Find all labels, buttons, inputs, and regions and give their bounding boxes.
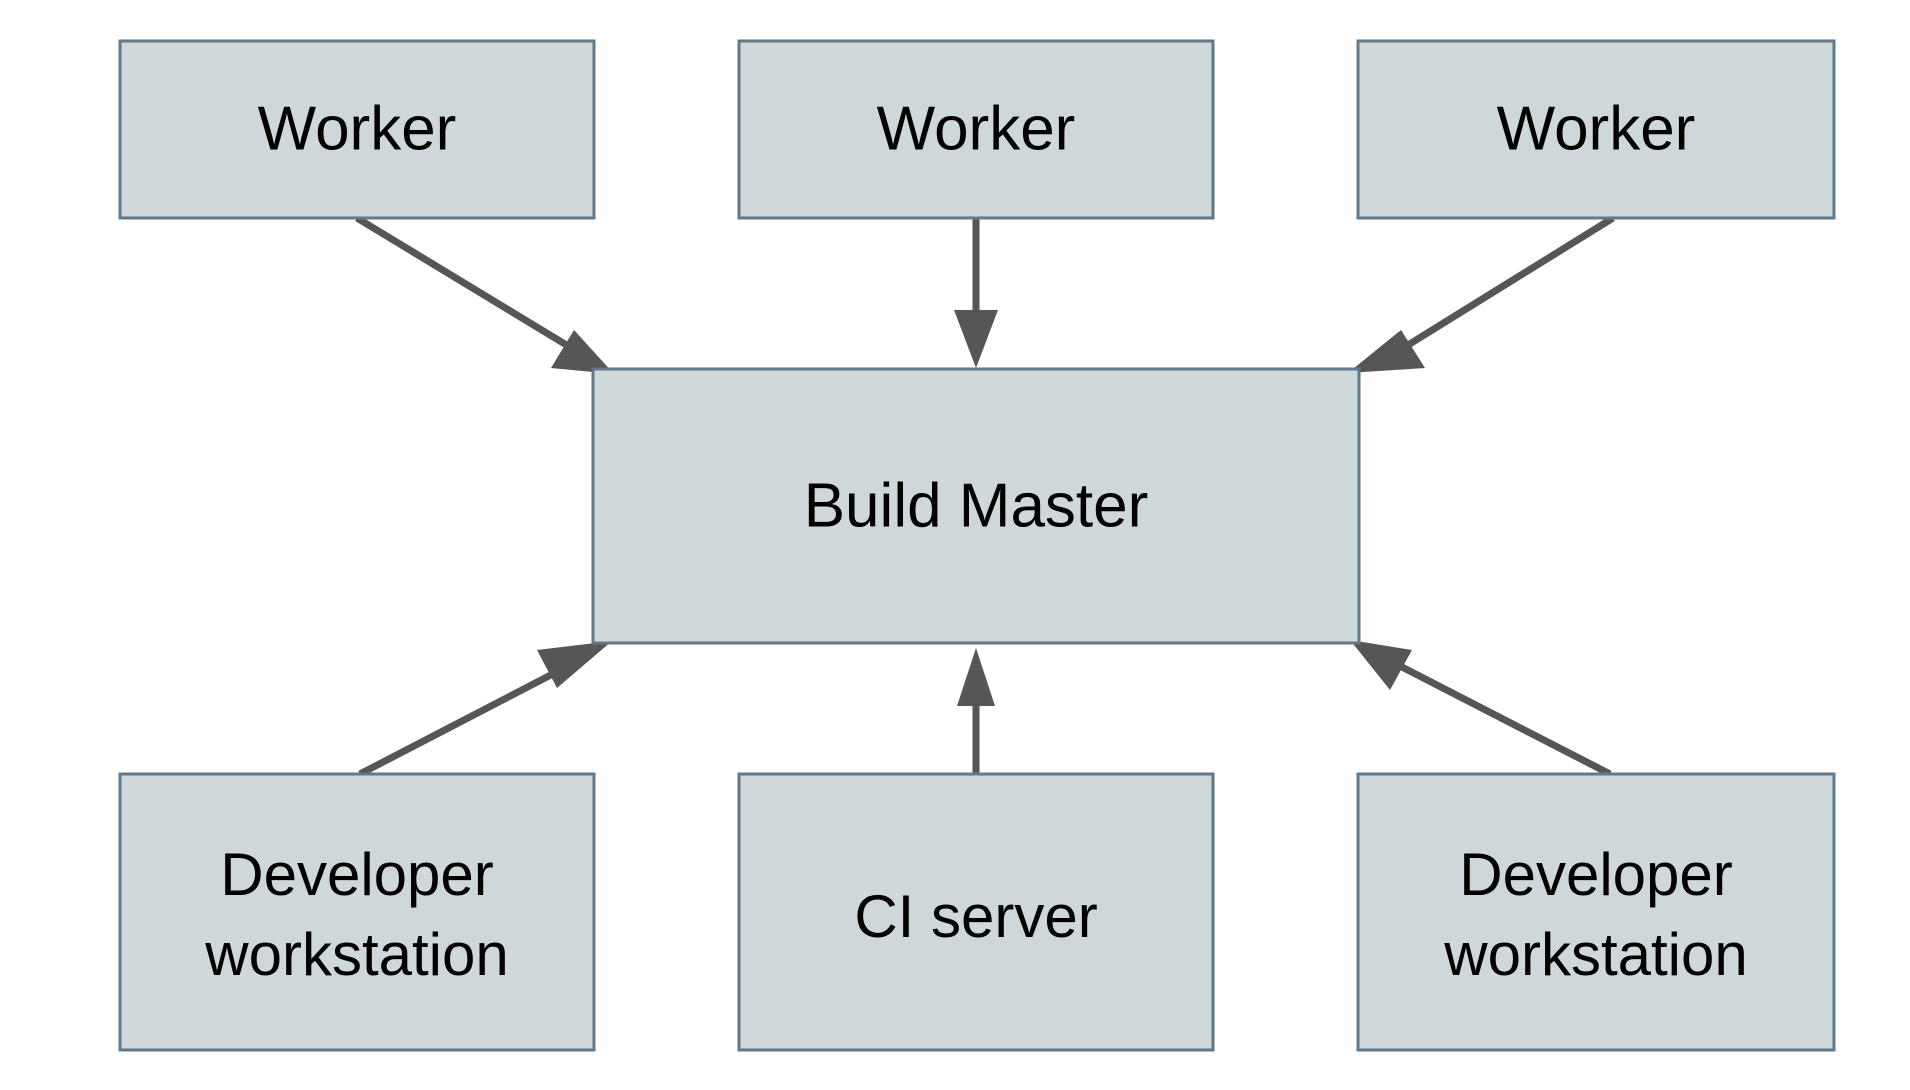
edge-ciserver-to-master (957, 648, 995, 774)
node-ci-server[interactable]: CI server (737, 772, 1215, 1052)
edge-line (355, 215, 580, 355)
node-ci-server-label: CI server (854, 883, 1097, 950)
node-worker-2[interactable]: Worker (737, 39, 1215, 220)
edge-line (358, 661, 572, 778)
node-dev-ws-left[interactable]: Developer workstation (118, 772, 596, 1052)
node-worker-2-label: Worker (877, 94, 1076, 163)
node-worker-1-label: Worker (258, 94, 457, 163)
arrowhead-icon (954, 310, 998, 368)
node-worker-2-box[interactable] (737, 39, 1215, 220)
edge-worker1-to-master (355, 215, 614, 374)
node-dev-ws-left-label-line1: Developer (220, 841, 494, 908)
node-build-master-label: Build Master (804, 471, 1149, 540)
node-build-master-box[interactable] (591, 367, 1361, 645)
node-dev-ws-right[interactable]: Developer workstation (1356, 772, 1836, 1052)
arrowhead-icon (1350, 640, 1412, 690)
edge-devwsright-to-master (1350, 640, 1612, 778)
edge-line (1398, 662, 1612, 778)
arrowhead-icon (551, 330, 614, 374)
node-dev-ws-left-label-line2: workstation (204, 921, 508, 988)
node-dev-ws-right-label-line1: Developer (1459, 841, 1733, 908)
node-worker-1-box[interactable] (118, 39, 596, 220)
node-dev-ws-right-label-line2: workstation (1443, 921, 1747, 988)
node-worker-3-label: Worker (1497, 94, 1696, 163)
arrowhead-icon (1348, 330, 1425, 373)
edge-worker3-to-master (1348, 215, 1615, 373)
node-worker-3[interactable]: Worker (1356, 39, 1836, 220)
node-dev-ws-left-box[interactable] (118, 772, 596, 1052)
node-dev-ws-right-box[interactable] (1356, 772, 1836, 1052)
node-build-master[interactable]: Build Master (591, 367, 1361, 645)
edge-worker2-to-master (954, 218, 998, 368)
arrowhead-icon (537, 641, 612, 688)
arrowhead-icon (957, 648, 995, 706)
node-ci-server-box[interactable] (737, 772, 1215, 1052)
node-worker-1[interactable]: Worker (118, 39, 596, 220)
edge-devwsleft-to-master (358, 641, 612, 778)
edge-line (1398, 215, 1615, 353)
node-worker-3-box[interactable] (1356, 39, 1836, 220)
